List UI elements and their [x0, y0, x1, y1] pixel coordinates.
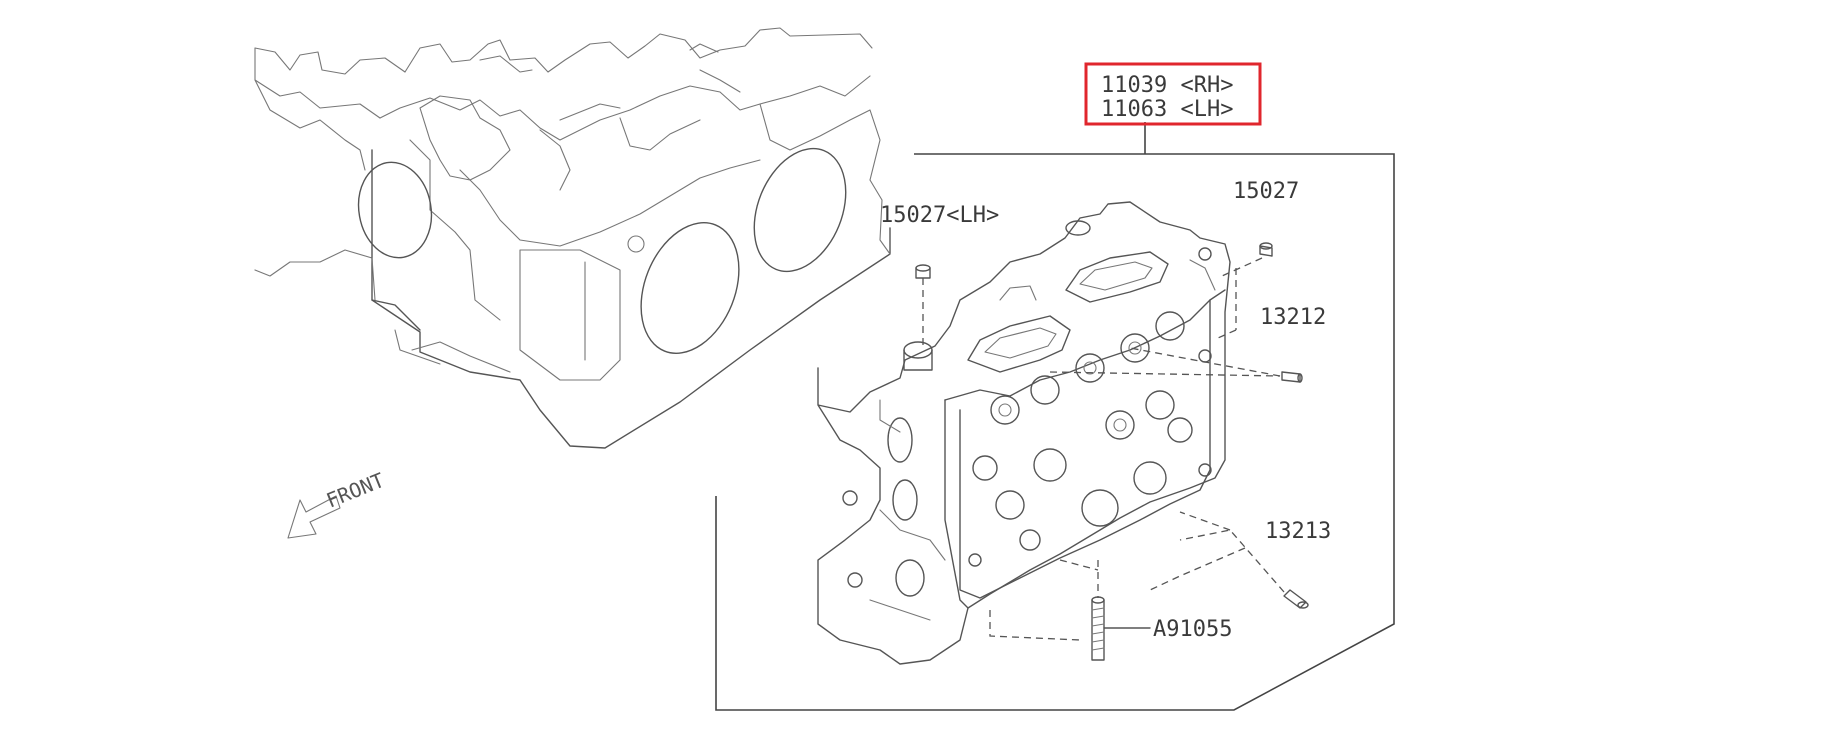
cylinder-head-illustration: [817, 201, 1231, 665]
part-callouts: 15027<LH> 15027 13212 13213 A91055: [880, 179, 1331, 642]
part-13212-dowel: [1049, 347, 1303, 383]
highlighted-part-number[interactable]: 11039 <RH> 11063 <LH>: [1084, 62, 1262, 126]
part-13213-dowel: [1149, 511, 1309, 609]
front-label: FRONT: [323, 468, 388, 513]
label-13213: 13213: [1265, 519, 1331, 544]
label-13212: 13212: [1260, 305, 1326, 330]
highlight-box: [1084, 62, 1262, 126]
label-11039-rh: 11039 <RH>: [1101, 73, 1233, 98]
part-15027-plug: [1217, 242, 1273, 339]
part-15027-lh-plug: [915, 264, 931, 345]
label-11063-lh: 11063 <LH>: [1101, 97, 1233, 122]
part-a91055-stud: [989, 559, 1151, 661]
label-15027: 15027: [1233, 179, 1299, 204]
arrow-left-icon: [287, 495, 341, 539]
front-indicator: FRONT: [287, 468, 388, 539]
engine-block-illustration: [254, 27, 891, 449]
assembly-bracket: [715, 122, 1395, 711]
label-15027-lh: 15027<LH>: [880, 203, 999, 228]
label-a91055: A91055: [1153, 617, 1232, 642]
